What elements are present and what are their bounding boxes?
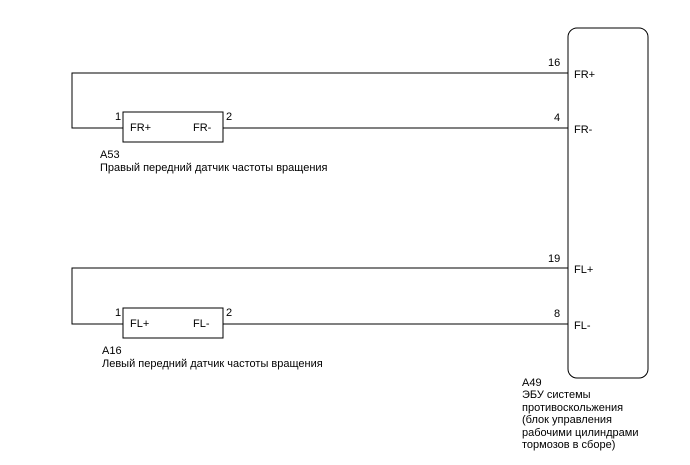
ecu-box (567, 27, 649, 379)
ecu-name-line: противоскольжения (522, 401, 624, 414)
ecu-pin-label: FR- (574, 124, 593, 136)
sensor-right-pin2-num: 2 (226, 111, 232, 123)
sensor-left-pin1-num: 1 (115, 307, 121, 319)
ecu-name-line: ЭБУ системы (522, 389, 591, 402)
ecu-name-line: (блок управления (522, 414, 612, 427)
ecu-pin-label: FL- (574, 320, 591, 332)
sensor-left-pin1-label: FL+ (130, 318, 149, 330)
sensor-left-box (122, 307, 224, 339)
sensor-left-pin2-num: 2 (226, 307, 232, 319)
wire-fl-plus (71, 267, 568, 325)
ecu-caption: A49 ЭБУ системы противоскольжения (блок … (522, 377, 639, 451)
ecu-pin-num: 19 (548, 253, 560, 265)
sensor-left-pin2-label: FL- (193, 318, 210, 330)
ecu-pin-label: FR+ (574, 69, 595, 81)
ecu-pin-num: 8 (554, 308, 560, 320)
sensor-right-pin2-label: FR- (193, 122, 212, 134)
sensor-left-id: A16 (102, 345, 122, 357)
sensor-right-pin1-label: FR+ (130, 122, 151, 134)
wire-fr-plus (71, 72, 568, 129)
ecu-name-line: тормозов в сборе) (522, 439, 616, 452)
sensor-right-id: A53 (100, 149, 120, 161)
ecu-id: A49 (522, 377, 542, 389)
sensor-left-name: Левый передний датчик частоты вращения (102, 358, 323, 370)
ecu-pin-num: 16 (548, 57, 560, 69)
sensor-right-pin1-num: 1 (115, 111, 121, 123)
ecu-name-line: рабочими цилиндрами (522, 426, 639, 439)
sensor-right-box (122, 111, 224, 143)
ecu-pin-label: FL+ (574, 264, 593, 276)
sensor-right-name: Правый передний датчик частоты вращения (100, 162, 328, 174)
ecu-pin-num: 4 (554, 112, 560, 124)
